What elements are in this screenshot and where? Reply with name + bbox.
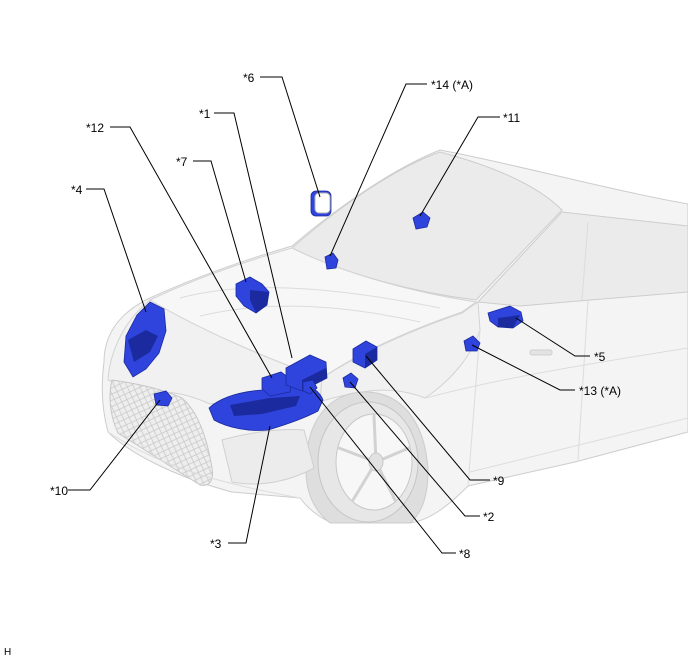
component-2 bbox=[342, 372, 359, 389]
component-14 bbox=[324, 252, 339, 270]
leader-lines bbox=[68, 76, 590, 554]
callout-label-5: *5 bbox=[594, 350, 606, 364]
callout-label-12: *12 bbox=[86, 121, 104, 135]
wheel-hub bbox=[368, 452, 384, 472]
bumper-crease bbox=[107, 431, 301, 499]
figure-corner-mark: H bbox=[4, 647, 11, 658]
leader-line-1 bbox=[214, 112, 293, 359]
leader-line-4 bbox=[86, 188, 147, 313]
lower-bumper-intake bbox=[221, 429, 315, 485]
spindle-grille-mesh bbox=[110, 380, 213, 486]
component-4-shade bbox=[128, 330, 158, 362]
callout-label-10: *10 bbox=[50, 484, 68, 498]
callout-label-13: *13 (*A) bbox=[579, 384, 621, 398]
character-line bbox=[425, 347, 688, 399]
side-window-glass bbox=[476, 211, 688, 307]
callout-label-1: *1 bbox=[199, 107, 211, 121]
component-7-shade bbox=[250, 290, 269, 313]
leader-line-6 bbox=[260, 76, 321, 198]
component-12 bbox=[261, 371, 293, 397]
callout-label-8: *8 bbox=[459, 547, 471, 561]
component-9-shade bbox=[365, 347, 377, 368]
callout-label-11: *11 bbox=[503, 111, 520, 125]
leader-line-14 bbox=[329, 83, 427, 257]
leader-line-8 bbox=[309, 386, 456, 554]
callout-labels: *6 *14 (*A) *1 *12 *11 *7 *4 *5 *13 (*A)… bbox=[4, 71, 621, 658]
leader-line-9 bbox=[365, 355, 490, 481]
callout-label-3: *3 bbox=[210, 537, 222, 551]
components bbox=[123, 190, 524, 431]
callout-label-7: *7 bbox=[176, 155, 188, 169]
hood-crease-1 bbox=[179, 287, 441, 309]
component-3-shade bbox=[230, 396, 300, 416]
component-6-mirror-face bbox=[314, 192, 331, 214]
hood-crease-2 bbox=[199, 305, 421, 323]
leader-line-3 bbox=[228, 425, 271, 544]
leader-line-11 bbox=[419, 116, 500, 217]
leader-line-10 bbox=[68, 399, 161, 491]
callout-label-6: *6 bbox=[243, 71, 255, 85]
door-handle bbox=[529, 349, 553, 356]
leader-line-13 bbox=[471, 344, 575, 391]
rear-door-edge bbox=[577, 299, 589, 461]
b-pillar bbox=[581, 221, 589, 301]
leader-line-5 bbox=[515, 317, 590, 357]
component-5-shade bbox=[498, 315, 520, 328]
callout-label-2: *2 bbox=[483, 510, 495, 524]
leader-line-12 bbox=[110, 126, 273, 379]
leader-line-2 bbox=[349, 381, 480, 517]
callout-label-4: *4 bbox=[71, 183, 83, 197]
leader-line-7 bbox=[193, 160, 247, 283]
callout-label-14: *14 (*A) bbox=[431, 78, 473, 92]
vehicle-illustration bbox=[101, 149, 688, 524]
front-door-edge bbox=[467, 329, 481, 487]
callout-label-9: *9 bbox=[493, 474, 505, 488]
